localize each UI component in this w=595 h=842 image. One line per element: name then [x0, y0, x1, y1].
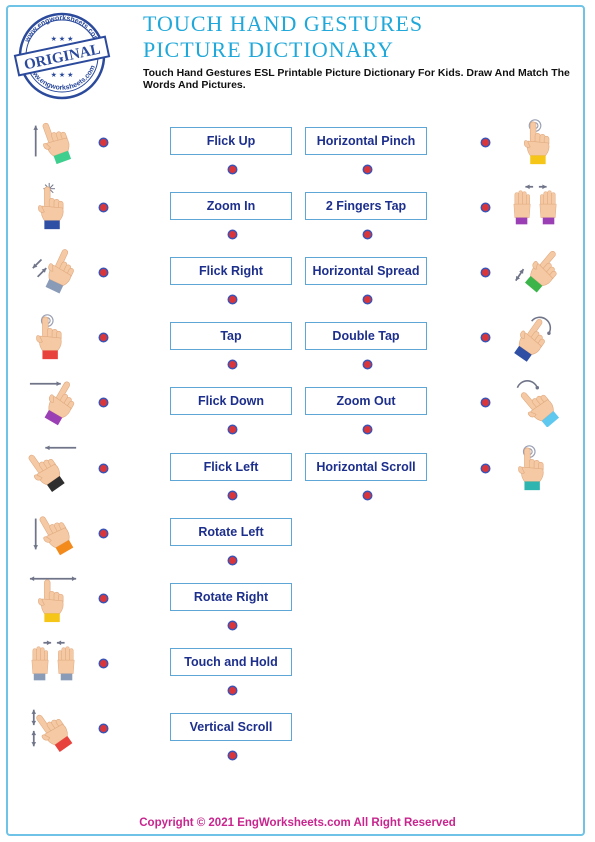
word-box: Rotate Left	[170, 518, 292, 546]
gesture-row: Flick Down Zoom Out	[0, 375, 595, 433]
svg-text:★ ★ ★: ★ ★ ★	[51, 71, 74, 79]
title-line-1: TOUCH HAND GESTURES	[143, 11, 424, 36]
svg-text:★ ★ ★: ★ ★ ★	[51, 35, 74, 43]
tap-sparkle-hand-icon	[38, 182, 64, 230]
gesture-row: Flick Up Horizontal Pinch	[0, 115, 595, 173]
match-dot-word[interactable]	[229, 622, 236, 629]
gesture-row: Touch and Hold	[0, 636, 595, 694]
worksheet-frame	[6, 5, 585, 836]
vertical-arrows-hand-icon	[31, 709, 73, 752]
match-dot-left[interactable]	[100, 269, 107, 276]
word-box: Double Tap	[305, 322, 427, 350]
rotate-right-hand-icon	[514, 316, 552, 362]
match-dot-word[interactable]	[229, 492, 236, 499]
match-dot-left[interactable]	[100, 660, 107, 667]
rotate-left-hand-icon	[516, 380, 560, 427]
match-dot-word[interactable]	[229, 426, 236, 433]
match-dot-word[interactable]	[364, 492, 371, 499]
match-dot-right[interactable]	[482, 269, 489, 276]
word-box: Vertical Scroll	[170, 713, 292, 741]
match-dot-right[interactable]	[482, 465, 489, 472]
gesture-row: Rotate Left	[0, 506, 595, 564]
pinch-arrows-two-hands-icon	[31, 640, 75, 681]
match-dot-right[interactable]	[482, 204, 489, 211]
two-way-arrow-hand-icon	[29, 576, 77, 623]
match-dot-word[interactable]	[364, 361, 371, 368]
word-box: Flick Down	[170, 387, 292, 415]
word-box: Flick Right	[170, 257, 292, 285]
word-box: Tap	[170, 322, 292, 350]
gesture-row: Vertical Scroll	[0, 701, 595, 759]
word-box: Rotate Right	[170, 583, 292, 611]
match-dot-word[interactable]	[364, 426, 371, 433]
match-dot-left[interactable]	[100, 595, 107, 602]
match-dot-right[interactable]	[482, 334, 489, 341]
word-box: Touch and Hold	[170, 648, 292, 676]
match-dot-word[interactable]	[229, 361, 236, 368]
arrow-up-hand-icon	[33, 122, 72, 165]
word-box: Horizontal Spread	[305, 257, 427, 285]
match-dot-word[interactable]	[229, 296, 236, 303]
diagonal-arrows-hand-icon	[32, 249, 74, 294]
match-dot-word[interactable]	[229, 557, 236, 564]
press-finger-hand-icon	[36, 314, 62, 360]
gesture-row: Tap Double Tap	[0, 310, 595, 368]
spread-arrows-two-hands-icon	[513, 184, 557, 225]
hold-ripple-hand-icon	[518, 445, 544, 491]
word-box: Zoom In	[170, 192, 292, 220]
instructions: Touch Hand Gestures ESL Printable Pictur…	[143, 67, 570, 91]
original-stamp-icon: www.engworksheets.com www.engworksheets.…	[13, 12, 111, 100]
match-dot-left[interactable]	[100, 399, 107, 406]
word-box: Flick Up	[170, 127, 292, 155]
title-line-2: PICTURE DICTIONARY	[143, 37, 394, 62]
gesture-row: Flick Right Horizontal Spread	[0, 245, 595, 303]
match-dot-left[interactable]	[100, 334, 107, 341]
match-dot-word[interactable]	[229, 231, 236, 238]
match-dot-right[interactable]	[482, 139, 489, 146]
page-title: TOUCH HAND GESTURES PICTURE DICTIONARY	[143, 11, 423, 63]
match-dot-left[interactable]	[100, 465, 107, 472]
match-dot-left[interactable]	[100, 139, 107, 146]
arrow-down-hand-icon	[33, 516, 74, 556]
match-dot-word[interactable]	[229, 752, 236, 759]
match-dot-left[interactable]	[100, 725, 107, 732]
match-dot-word[interactable]	[229, 166, 236, 173]
word-box: Horizontal Scroll	[305, 453, 427, 481]
match-dot-right[interactable]	[482, 399, 489, 406]
word-box: Flick Left	[170, 453, 292, 481]
gesture-row: Flick Left Horizontal Scroll	[0, 441, 595, 499]
copyright-footer: Copyright © 2021 EngWorksheets.com All R…	[139, 817, 456, 829]
word-box: 2 Fingers Tap	[305, 192, 427, 220]
gesture-row: Rotate Right	[0, 571, 595, 629]
diagonal-spread-hand-icon	[515, 251, 557, 293]
ripple-finger-hand-icon	[523, 119, 550, 165]
gesture-row: Zoom In 2 Fingers Tap	[0, 180, 595, 238]
arrow-left-hand-icon	[28, 445, 77, 492]
match-dot-word[interactable]	[229, 687, 236, 694]
word-box: Horizontal Pinch	[305, 127, 427, 155]
match-dot-word[interactable]	[364, 296, 371, 303]
match-dot-word[interactable]	[364, 166, 371, 173]
match-dot-word[interactable]	[364, 231, 371, 238]
match-dot-left[interactable]	[100, 530, 107, 537]
arrow-right-hand-icon	[29, 381, 75, 426]
match-dot-left[interactable]	[100, 204, 107, 211]
word-box: Zoom Out	[305, 387, 427, 415]
